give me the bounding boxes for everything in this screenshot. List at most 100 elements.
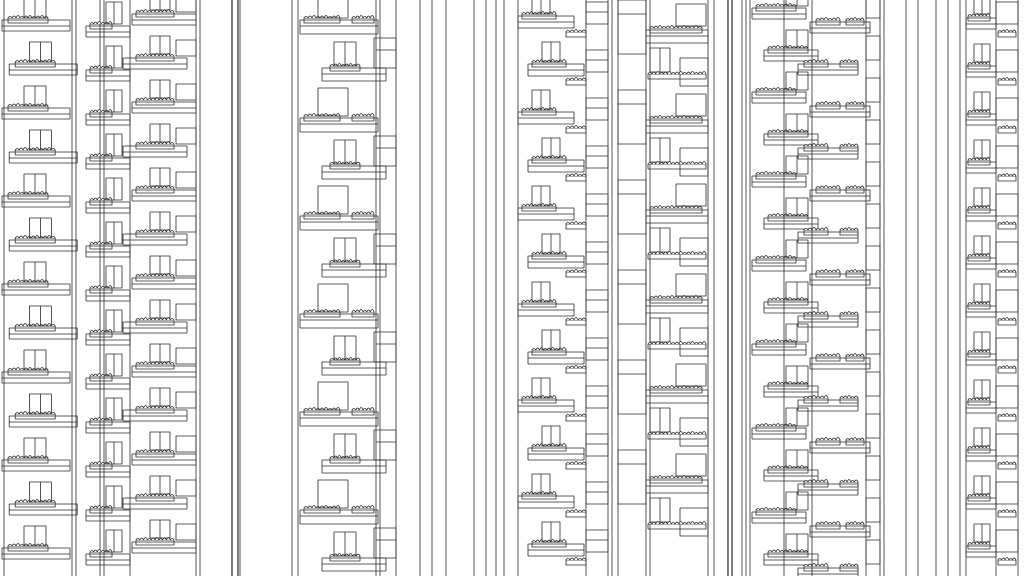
balcony-slab bbox=[122, 233, 188, 246]
window bbox=[28, 481, 52, 503]
balcony-planter bbox=[521, 203, 557, 212]
balcony-slab bbox=[965, 17, 997, 30]
balcony-planter bbox=[815, 101, 841, 110]
balcony-slab bbox=[85, 245, 131, 258]
window bbox=[149, 211, 171, 231]
balcony-planter bbox=[755, 87, 797, 96]
window bbox=[149, 35, 171, 55]
balcony-slab bbox=[131, 541, 197, 554]
balcony-planter bbox=[135, 493, 175, 502]
window bbox=[23, 173, 47, 195]
balcony-slab bbox=[763, 49, 819, 62]
window bbox=[23, 525, 47, 547]
window bbox=[149, 255, 171, 275]
balcony-planter bbox=[767, 549, 809, 558]
balcony-planter bbox=[521, 11, 557, 20]
balcony-slab bbox=[85, 465, 131, 478]
window bbox=[785, 197, 809, 217]
balcony-slab bbox=[321, 263, 387, 278]
window bbox=[785, 365, 809, 385]
window bbox=[23, 349, 47, 371]
window bbox=[149, 79, 171, 99]
window bbox=[649, 407, 671, 433]
balcony-planter bbox=[135, 537, 175, 546]
balcony-slab bbox=[131, 189, 197, 202]
balcony-planter bbox=[803, 311, 829, 320]
balcony-planter bbox=[89, 549, 113, 558]
balcony-planter bbox=[815, 269, 841, 278]
balcony-planter bbox=[803, 227, 829, 236]
balcony-planter bbox=[89, 417, 113, 426]
window bbox=[973, 91, 991, 111]
balcony-slab bbox=[965, 545, 997, 558]
balcony-planter bbox=[351, 113, 375, 122]
balcony-planter bbox=[89, 241, 113, 250]
balcony-planter bbox=[755, 171, 797, 180]
balcony-slab bbox=[8, 327, 78, 340]
balcony-slab bbox=[965, 401, 997, 414]
balcony-slab bbox=[8, 239, 78, 252]
balcony-slab bbox=[1, 19, 71, 32]
balcony-planter bbox=[89, 373, 113, 382]
balcony-planter bbox=[89, 285, 113, 294]
balcony-planter bbox=[7, 15, 49, 24]
balcony-planter bbox=[839, 311, 859, 320]
balcony-slab bbox=[85, 553, 131, 566]
window bbox=[149, 431, 171, 451]
balcony-planter bbox=[351, 211, 375, 220]
balcony-planter bbox=[767, 297, 809, 306]
window bbox=[28, 129, 52, 151]
window bbox=[105, 177, 123, 201]
balcony-planter bbox=[997, 269, 1017, 278]
balcony-planter bbox=[967, 109, 991, 118]
balcony-planter bbox=[647, 521, 707, 530]
window bbox=[531, 473, 551, 495]
window bbox=[973, 235, 991, 255]
window bbox=[333, 531, 357, 557]
tower-left bbox=[1, 0, 201, 576]
balcony-planter bbox=[565, 29, 587, 38]
window bbox=[785, 491, 809, 511]
balcony-planter bbox=[839, 563, 859, 572]
balcony-planter bbox=[89, 153, 113, 162]
window bbox=[28, 305, 52, 327]
balcony-planter bbox=[967, 397, 991, 406]
balcony-planter bbox=[14, 59, 56, 68]
balcony-slab bbox=[517, 399, 575, 413]
window bbox=[785, 323, 809, 343]
balcony-planter bbox=[755, 3, 797, 12]
balcony-slab bbox=[122, 57, 188, 70]
window bbox=[149, 0, 171, 11]
window bbox=[541, 425, 561, 447]
balcony-slab bbox=[965, 497, 997, 510]
window bbox=[785, 239, 809, 259]
balcony-planter bbox=[351, 309, 375, 318]
balcony-planter bbox=[303, 505, 341, 514]
balcony-planter bbox=[649, 385, 703, 394]
window bbox=[785, 113, 809, 133]
window bbox=[23, 261, 47, 283]
window bbox=[149, 167, 171, 187]
balcony-planter bbox=[135, 9, 175, 18]
balcony-planter bbox=[89, 329, 113, 338]
window bbox=[149, 387, 171, 407]
window bbox=[333, 139, 357, 165]
balcony-planter bbox=[649, 475, 703, 484]
window bbox=[785, 0, 809, 7]
window bbox=[105, 397, 123, 421]
balcony-planter bbox=[803, 395, 829, 404]
balcony-planter bbox=[565, 269, 587, 278]
balcony-planter bbox=[767, 129, 809, 138]
balcony-slab bbox=[751, 343, 807, 356]
window bbox=[531, 89, 551, 111]
balcony-slab bbox=[751, 427, 807, 440]
balcony-planter bbox=[647, 251, 707, 260]
balcony-slab bbox=[1, 195, 71, 208]
balcony-slab bbox=[517, 207, 575, 221]
balcony-planter bbox=[303, 113, 341, 122]
balcony-planter bbox=[531, 539, 567, 548]
window bbox=[531, 377, 551, 399]
balcony-planter bbox=[815, 521, 841, 530]
balcony-planter bbox=[845, 185, 865, 194]
